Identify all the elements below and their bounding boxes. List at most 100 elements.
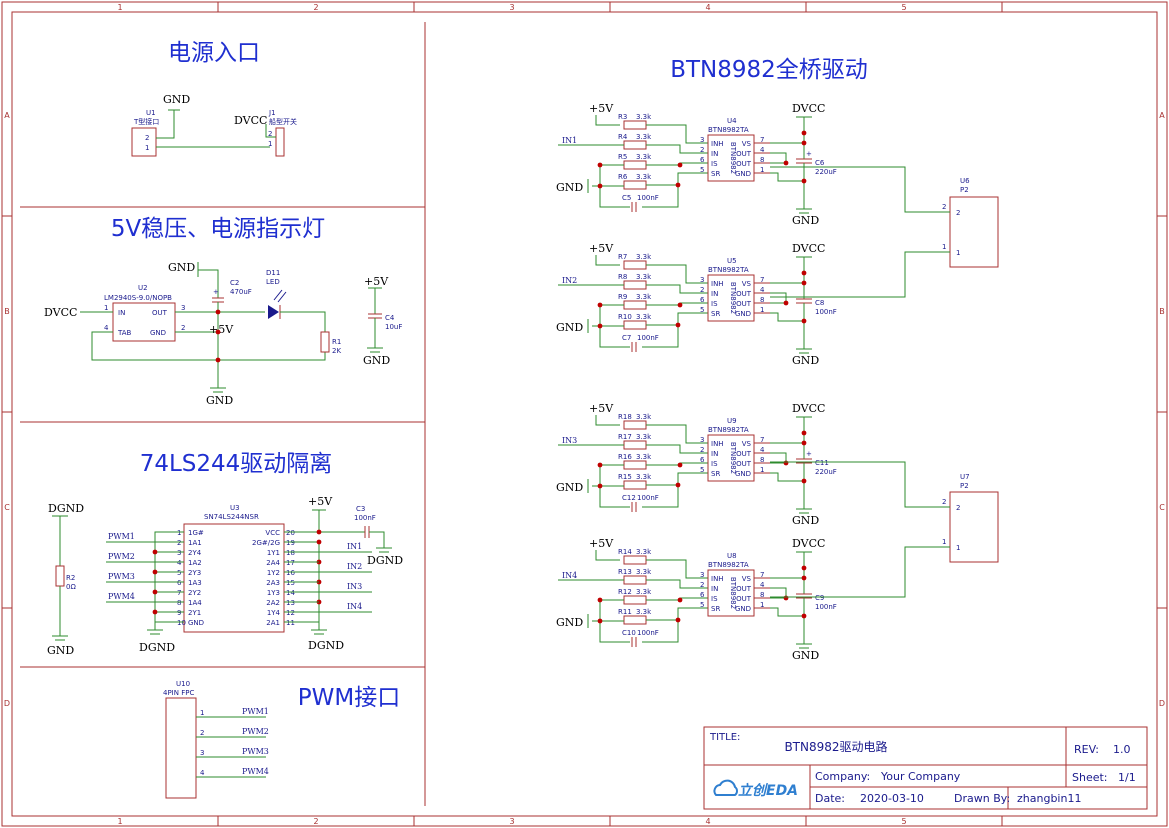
chip-right-pin-num: 7	[760, 571, 764, 579]
u3-left-pin-num: 9	[177, 609, 181, 617]
u3-left-pin-num: 7	[177, 589, 181, 597]
motor-connectors: U6 P2 2 2 1 1 U7 P2 2 2 1 1	[770, 166, 999, 598]
wire	[592, 304, 624, 327]
resistor	[623, 120, 647, 130]
chip-value: BTN8982TA	[708, 561, 749, 569]
j1-switch	[275, 127, 285, 157]
col-label-top: 4	[705, 3, 710, 12]
u2-ref: U2	[138, 284, 148, 292]
resistor-value: 3.3k	[636, 433, 652, 441]
net-pwm1: PWM1	[108, 532, 135, 541]
drawn-by-value: zhangbin11	[1017, 792, 1081, 805]
u2-regulator	[112, 302, 176, 342]
section-title-buffer: 74LS244驱动隔离	[140, 451, 333, 477]
u3-buffer-ic	[183, 523, 285, 633]
wire	[770, 452, 787, 464]
resistor-ref: R8	[618, 273, 627, 281]
plus5v-label: +5V	[364, 275, 389, 288]
junction	[801, 565, 807, 571]
u6-pin1-name: 1	[956, 249, 960, 257]
chip-left-pin-num: 2	[700, 286, 704, 294]
chip-value: BTN8982TA	[708, 426, 749, 434]
u10-pin1: 1	[200, 709, 204, 717]
resistor-value: 3.3k	[636, 568, 652, 576]
net-in4: IN4	[347, 602, 362, 611]
junction	[677, 597, 683, 603]
u10-ref: U10	[176, 680, 190, 688]
gnd-label: GND	[556, 481, 583, 494]
u3-left-pin-num: 3	[177, 549, 181, 557]
btn8982-chip	[707, 134, 755, 182]
company-value: Your Company	[880, 770, 961, 783]
resistor	[623, 555, 647, 565]
net-in: IN1	[562, 136, 577, 145]
chip-right-pin-name: OUT	[736, 150, 752, 158]
plus5v-label: +5V	[209, 323, 234, 336]
chip-left-pin-num: 5	[700, 166, 704, 174]
resistor-value: 3.3k	[636, 588, 652, 596]
section-dividers	[20, 22, 426, 806]
chip-body-label: BTN8982	[729, 282, 737, 314]
rev-label: REV:	[1074, 743, 1099, 756]
net-pwm3: PWM3	[108, 572, 135, 581]
chip-left-pin-num: 5	[700, 601, 704, 609]
chip-left-pin-name: IN	[711, 585, 718, 593]
u6-motor-connector	[949, 196, 999, 268]
u3-right-pin-name: 1Y3	[267, 589, 280, 597]
resistor-value: 3.3k	[636, 293, 652, 301]
title-block	[703, 726, 1148, 810]
chip-left-pin-name: SR	[711, 605, 720, 613]
u3-left-pin-name: 2Y4	[188, 549, 202, 557]
chip-right-pin-name: OUT	[736, 460, 752, 468]
resistor	[623, 260, 647, 270]
resistor-value: 3.3k	[636, 608, 652, 616]
u7-motor-connector	[949, 491, 999, 563]
u3-left-pin-name: 2Y1	[188, 609, 201, 617]
chip-right-pin-num: 7	[760, 436, 764, 444]
u3-right-pin-name: 1Y1	[267, 549, 280, 557]
resistor-value: 3.3k	[636, 133, 652, 141]
sheet-value: 1/1	[1118, 771, 1136, 784]
chip-left-pin-name: IS	[711, 160, 718, 168]
btn8982-chip	[707, 274, 755, 322]
chip-left-pin-num: 6	[700, 591, 705, 599]
u3-right-pin-num: 18	[286, 549, 295, 557]
u3-left-pin-num: 6	[177, 579, 182, 587]
u10-pin3: 3	[200, 749, 204, 757]
dgnd-label: DGND	[139, 641, 175, 654]
u3-left-pin-num: 8	[177, 599, 181, 607]
chip-left-pin-num: 6	[700, 296, 705, 304]
resistor-ref: R13	[618, 568, 632, 576]
u10-fpc-connector	[165, 697, 197, 799]
capacitor-ref: C8	[815, 299, 824, 307]
junction	[783, 300, 789, 306]
junction	[801, 575, 807, 581]
chip-left-pin-name: IS	[711, 300, 718, 308]
chip-left-pin-num: 2	[700, 446, 704, 454]
u1-pin2: 2	[145, 134, 149, 142]
company-label: Company:	[815, 770, 870, 783]
wire	[642, 620, 679, 643]
wire	[592, 599, 624, 622]
u2-num-gnd: 2	[181, 324, 185, 332]
chip-left-pin-num: 6	[700, 456, 705, 464]
resistor-ref: R7	[618, 253, 627, 261]
col-label-bottom: 4	[705, 817, 710, 826]
junction	[801, 440, 807, 446]
wire	[595, 550, 620, 561]
resistor-ref: R12	[618, 588, 632, 596]
dgnd-label: DGND	[308, 639, 344, 652]
wire	[770, 587, 787, 599]
capacitor-ref: C6	[815, 159, 825, 167]
logo-text: 立创EDA	[738, 782, 798, 799]
net-pwm4: PWM4	[242, 767, 269, 776]
col-label-bottom: 5	[901, 817, 906, 826]
j1-value: 船型开关	[269, 117, 297, 126]
chip-right-pin-name: OUT	[736, 300, 752, 308]
wire	[770, 292, 787, 304]
chip-right-pin-num: 8	[760, 591, 764, 599]
power-input-block: U1 T型接口 2 1 GND J1 船型开关 2 1 DVCC	[131, 93, 297, 157]
junction	[597, 597, 603, 603]
u3-right-pin-name: 1Y4	[267, 609, 281, 617]
row-label-left: A	[4, 111, 10, 120]
